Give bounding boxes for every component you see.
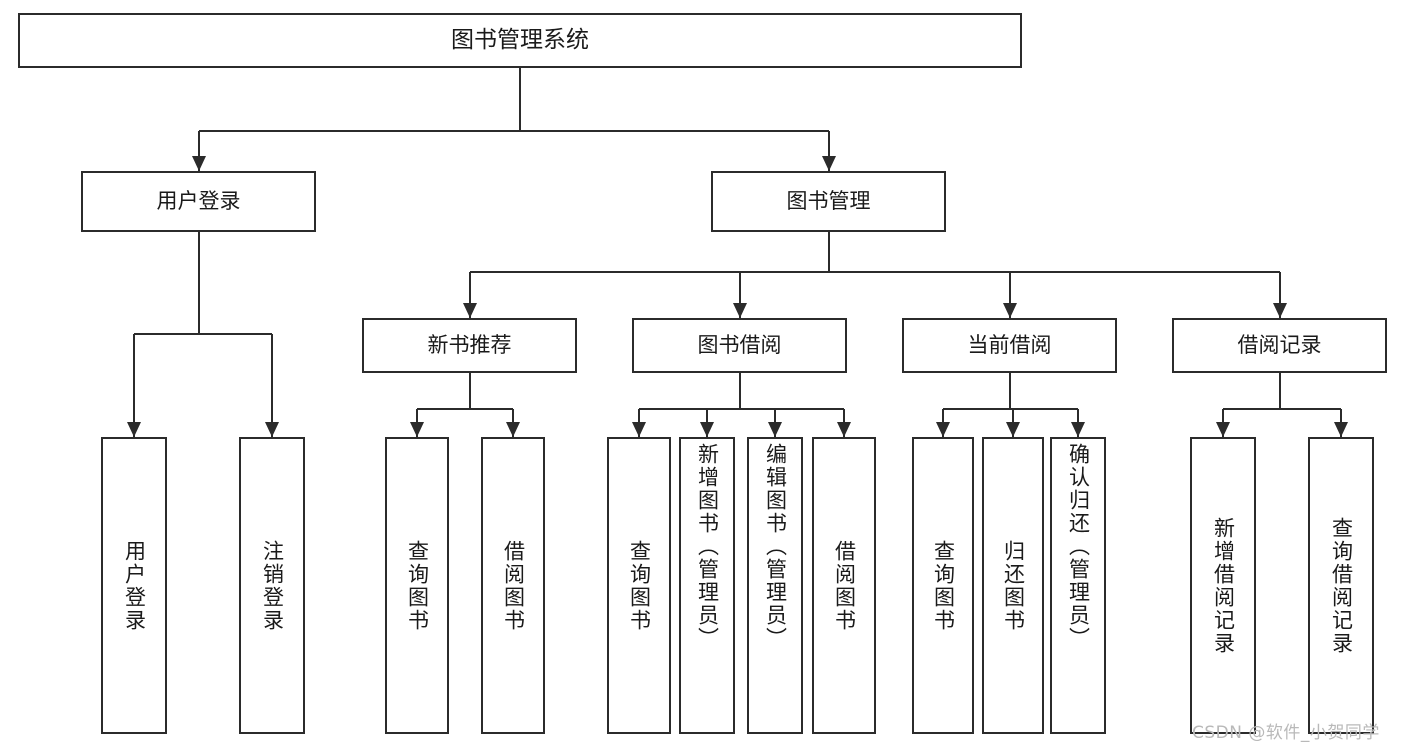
arrow-head-icon-leaf-confirm-return (1071, 422, 1085, 437)
arrow-head-icon-current-borrow (1002, 303, 1017, 318)
level2-node-current-borrow[interactable]: 当前借阅 (902, 318, 1117, 373)
arrow-head-icon-leaf-query-borrow-record (1334, 422, 1348, 437)
vertical-label-wrap: 用户登录 (103, 439, 165, 732)
arrow-head-icon-leaf-query-book-2 (632, 422, 646, 437)
leaf-node-leaf-borrow-book-2[interactable]: 借阅图书 (812, 437, 876, 734)
vertical-label-wrap: 查询图书 (609, 439, 669, 732)
vertical-label-wrap: 借阅图书 (483, 439, 543, 732)
arrow-head-icon-leaf-query-book-1 (410, 422, 424, 437)
node-label: 图书管理 (786, 188, 871, 213)
leaf-node-leaf-query-book-1[interactable]: 查询图书 (385, 437, 449, 734)
connector-to-new-book-rec (468, 272, 471, 318)
leaf-node-leaf-user-logout[interactable]: 注销登录 (239, 437, 305, 734)
connector-borrow-record-stem (1278, 373, 1281, 409)
connector-book-borrow-stem (738, 373, 741, 409)
leaf-node-leaf-return-book[interactable]: 归还图书 (982, 437, 1044, 734)
arrow-head-icon-book-mgmt (821, 156, 836, 171)
connector-user-login-bus (134, 333, 272, 335)
connector-root-stem (519, 68, 521, 131)
vertical-label-wrap: 注销登录 (241, 439, 303, 732)
connector-to-leaf-user-logout (271, 334, 273, 437)
connector-to-book-borrow (738, 272, 741, 318)
vertical-label-wrap: 查询图书 (914, 439, 972, 732)
arrow-head-icon-leaf-return-book (1006, 422, 1020, 437)
node-label: 借阅图书 (501, 539, 526, 632)
node-label: 新增图书（管理员） (695, 443, 720, 650)
connector-borrow-record-bus (1223, 408, 1341, 410)
connector-new-book-rec-bus (417, 408, 513, 410)
connector-user-login-stem (197, 232, 200, 334)
level1-node-book-mgmt[interactable]: 图书管理 (711, 171, 946, 232)
connector-book-mgmt-stem (827, 232, 830, 272)
connector-to-leaf-user-login (133, 334, 135, 437)
connector-to-user-login (197, 131, 200, 171)
leaf-node-leaf-add-book-admin[interactable]: 新增图书（管理员） (679, 437, 735, 734)
leaf-node-leaf-add-borrow-record[interactable]: 新增借阅记录 (1190, 437, 1256, 734)
connector-new-book-rec-stem (468, 373, 471, 409)
arrow-head-icon-user-login (191, 156, 206, 171)
arrow-head-icon-leaf-user-login (127, 422, 141, 437)
arrow-head-icon-leaf-user-logout (265, 422, 279, 437)
node-label: 借阅记录 (1237, 332, 1322, 357)
vertical-label-wrap: 新增借阅记录 (1192, 439, 1254, 732)
arrow-head-icon-leaf-query-book-3 (936, 422, 950, 437)
arrow-head-icon-leaf-add-borrow-record (1216, 422, 1230, 437)
watermark-text: CSDN @软件_小贺同学 (1192, 723, 1380, 743)
leaf-node-leaf-borrow-book-1[interactable]: 借阅图书 (481, 437, 545, 734)
connector-to-current-borrow (1008, 272, 1011, 318)
arrow-head-icon-book-borrow (732, 303, 747, 318)
vertical-label-wrap: 确认归还（管理员） (1052, 439, 1104, 736)
node-label: 图书管理系统 (451, 26, 589, 53)
node-label: 新增借阅记录 (1211, 516, 1236, 655)
arrow-head-icon-new-book-rec (462, 303, 477, 318)
vertical-label-wrap: 查询图书 (387, 439, 447, 732)
vertical-label-wrap: 编辑图书（管理员） (749, 439, 801, 736)
connector-current-borrow-bus (943, 408, 1078, 410)
node-label: 注销登录 (260, 539, 285, 632)
connector-to-book-mgmt (827, 131, 830, 171)
node-label: 查询图书 (405, 539, 430, 632)
root-node-book-management-system[interactable]: 图书管理系统 (18, 13, 1022, 68)
node-label: 编辑图书（管理员） (763, 443, 788, 650)
vertical-label-wrap: 借阅图书 (814, 439, 874, 732)
arrow-head-icon-leaf-edit-book-admin (768, 422, 782, 437)
node-label: 新书推荐 (427, 332, 512, 357)
node-label: 查询借阅记录 (1329, 516, 1354, 655)
arrow-head-icon-borrow-record (1272, 303, 1287, 318)
connector-to-borrow-record (1278, 272, 1281, 318)
leaf-node-leaf-user-login[interactable]: 用户登录 (101, 437, 167, 734)
vertical-label-wrap: 查询借阅记录 (1310, 439, 1372, 732)
level2-node-new-book-rec[interactable]: 新书推荐 (362, 318, 577, 373)
node-label: 当前借阅 (967, 332, 1052, 357)
arrow-head-icon-leaf-borrow-book-2 (837, 422, 851, 437)
node-label: 图书借阅 (697, 332, 782, 357)
connector-book-borrow-bus (639, 408, 844, 410)
connector-current-borrow-stem (1008, 373, 1011, 409)
node-label: 确认归还（管理员） (1066, 443, 1091, 650)
node-label: 用户登录 (156, 188, 241, 213)
leaf-node-leaf-confirm-return[interactable]: 确认归还（管理员） (1050, 437, 1106, 734)
leaf-node-leaf-edit-book-admin[interactable]: 编辑图书（管理员） (747, 437, 803, 734)
vertical-label-wrap: 新增图书（管理员） (681, 439, 733, 736)
connector-root-bus (198, 130, 829, 132)
arrow-head-icon-leaf-add-book-admin (700, 422, 714, 437)
arrow-head-icon-leaf-borrow-book-1 (506, 422, 520, 437)
node-label: 查询图书 (627, 539, 652, 632)
level1-node-user-login[interactable]: 用户登录 (81, 171, 316, 232)
level2-node-borrow-record[interactable]: 借阅记录 (1172, 318, 1387, 373)
connector-book-mgmt-bus (469, 271, 1280, 273)
leaf-node-leaf-query-borrow-record[interactable]: 查询借阅记录 (1308, 437, 1374, 734)
leaf-node-leaf-query-book-3[interactable]: 查询图书 (912, 437, 974, 734)
vertical-label-wrap: 归还图书 (984, 439, 1042, 732)
node-label: 借阅图书 (832, 539, 857, 632)
node-label: 查询图书 (931, 539, 956, 632)
level2-node-book-borrow[interactable]: 图书借阅 (632, 318, 847, 373)
node-label: 归还图书 (1001, 539, 1026, 632)
node-label: 用户登录 (122, 539, 147, 632)
leaf-node-leaf-query-book-2[interactable]: 查询图书 (607, 437, 671, 734)
